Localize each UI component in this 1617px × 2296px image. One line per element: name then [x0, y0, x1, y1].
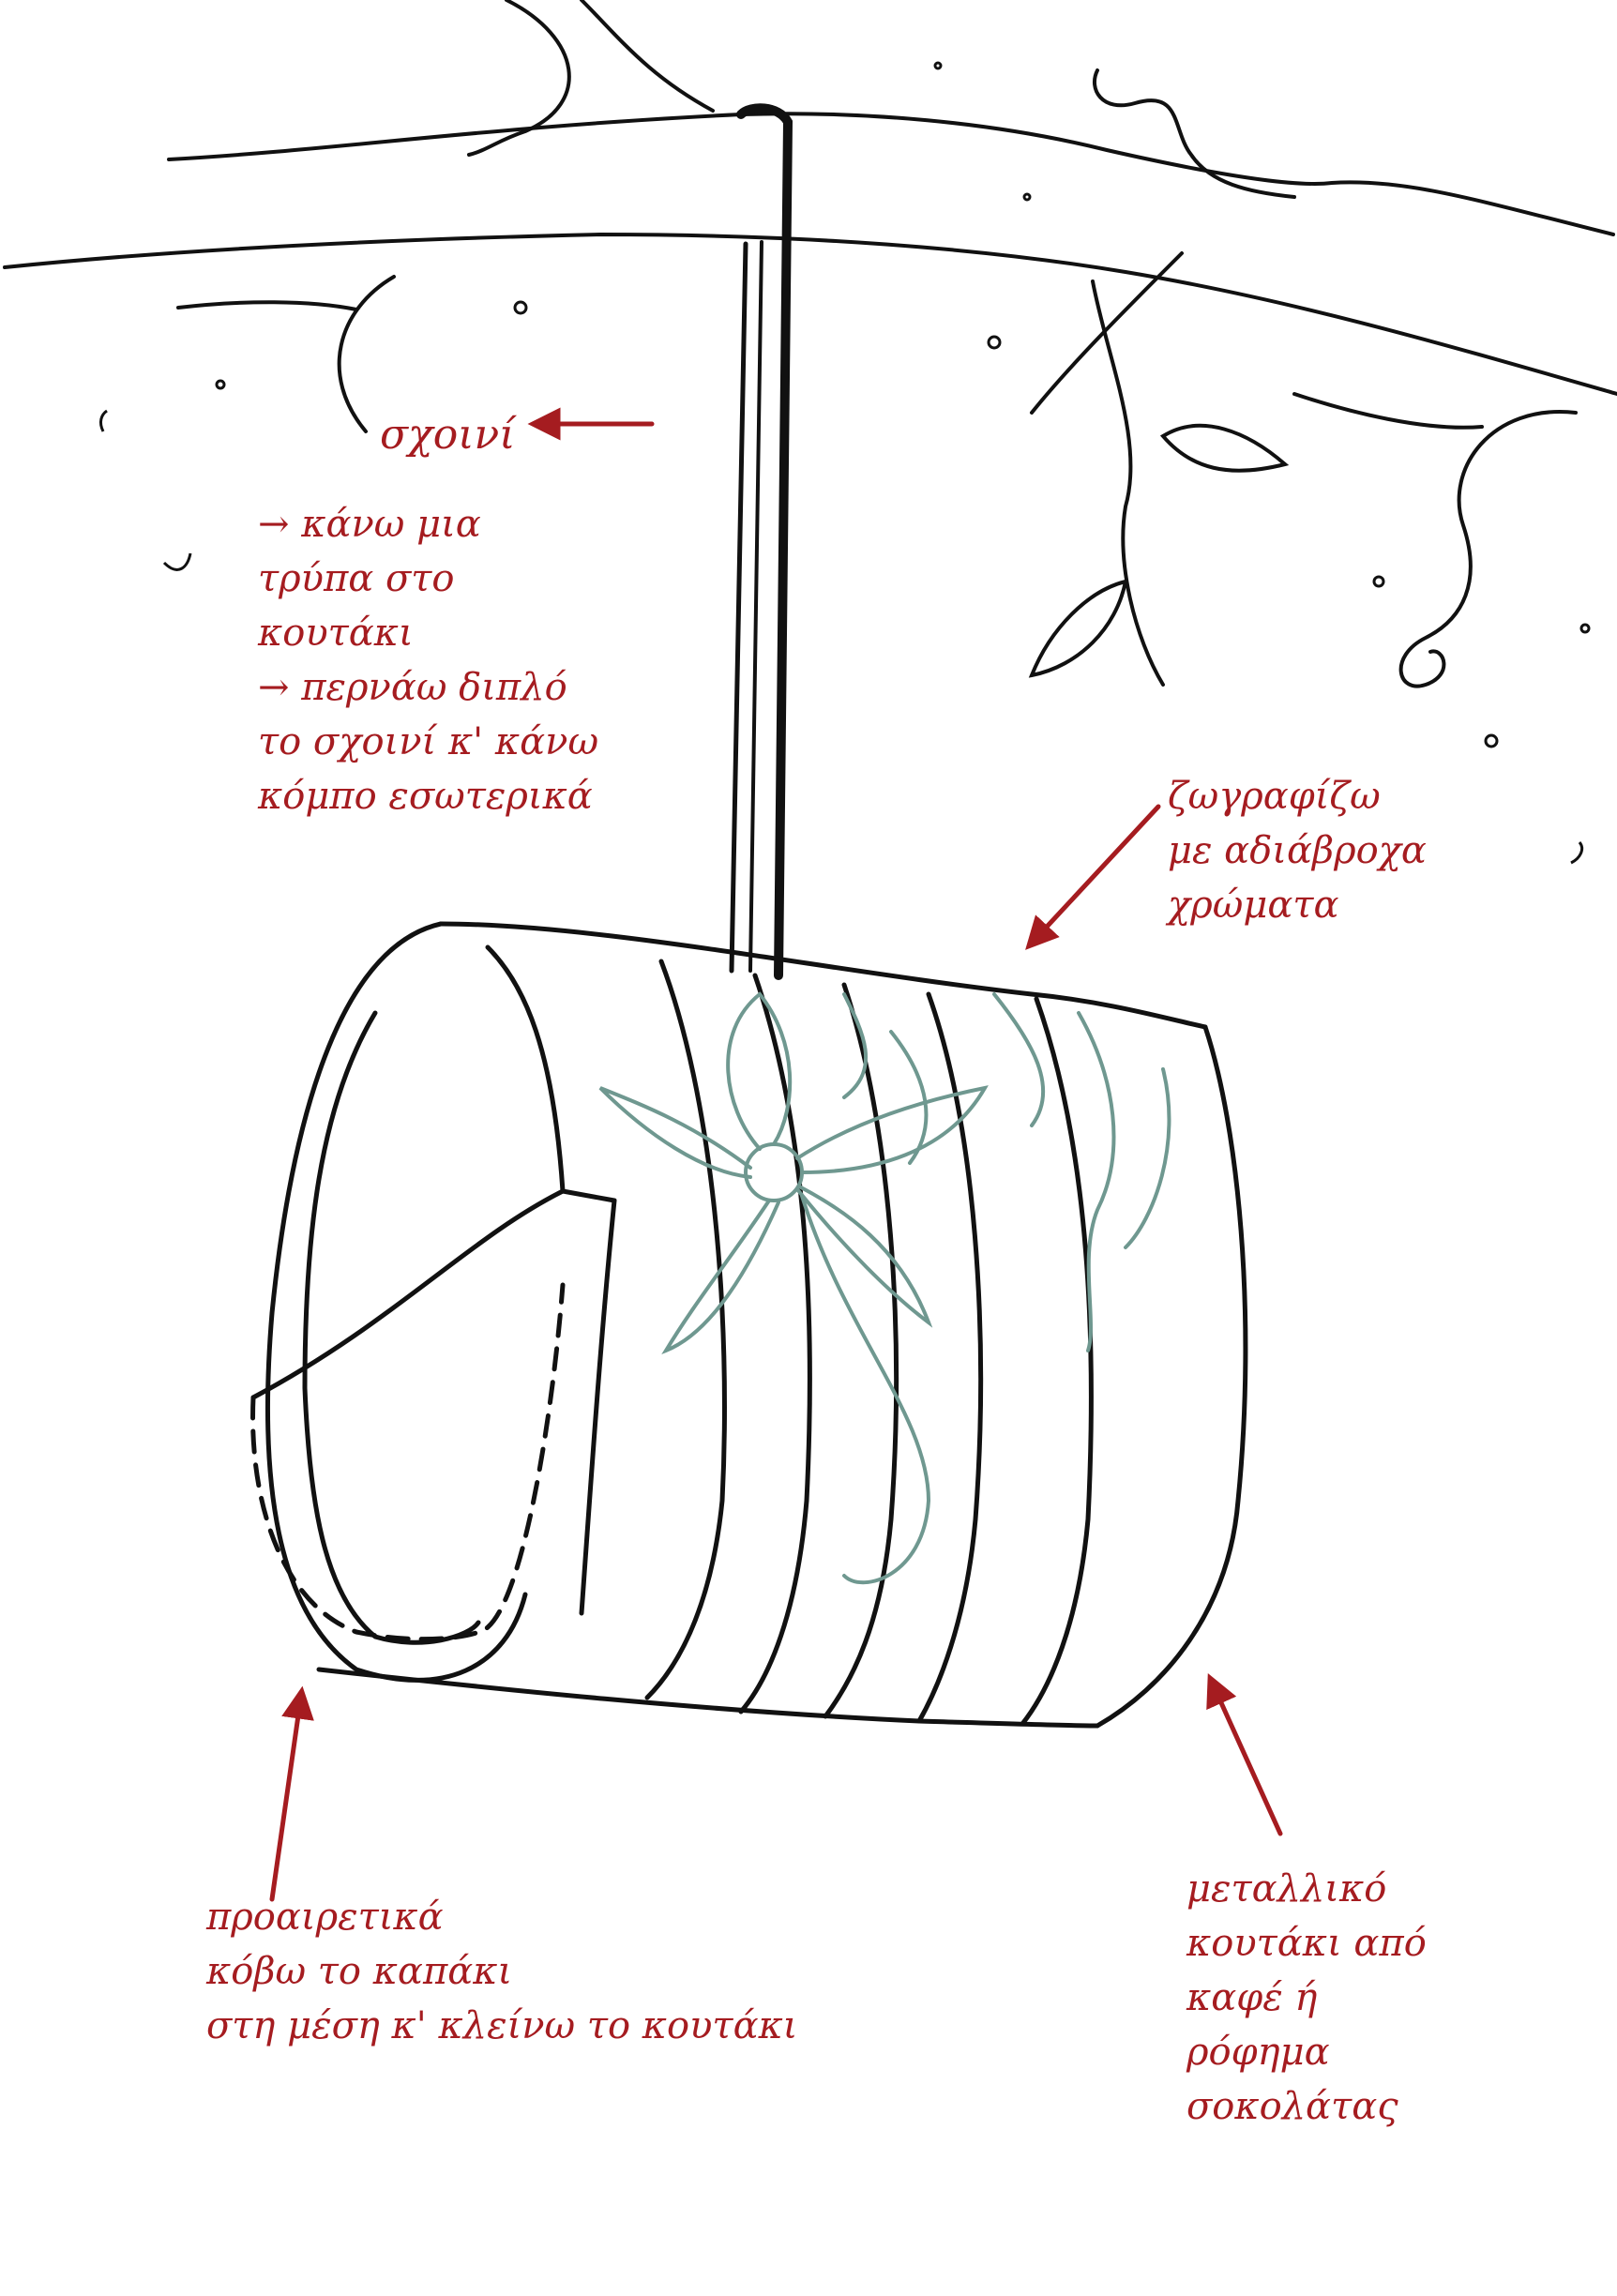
flower-icon: [600, 994, 1169, 1582]
can-rim-inner: [305, 1013, 478, 1642]
hole-step-line: κάνω μια: [258, 497, 598, 551]
leaf-lower: [1032, 582, 1126, 675]
hole-step-line: κουτάκι: [258, 606, 598, 660]
lid-cut-line: [253, 1285, 563, 1639]
twig-right-fork: [1294, 394, 1482, 428]
lid-annotation: προαιρετικά κόβω το καπάκι στη μέση κ' κ…: [206, 1890, 798, 2053]
paint-line: ζωγραφίζω: [1168, 769, 1427, 823]
arrow-icon: [272, 1702, 300, 1899]
rope-step-line: κόμπο εσωτερικά: [258, 769, 598, 823]
hole-step-line: τρύπα στο: [258, 551, 598, 606]
rope-step-line: το σχοινί κ' κάνω: [258, 715, 598, 769]
twig-upper-right: [1095, 70, 1294, 197]
lid-edge: [563, 1191, 614, 1613]
lid-upper: [488, 947, 563, 1191]
can-line: μεταλλικό: [1186, 1862, 1427, 1916]
can-rib-3: [825, 985, 897, 1716]
can-annotation: μεταλλικό κουτάκι από καφέ ή ρόφημα σοκο…: [1186, 1862, 1427, 2134]
branch-trunk-right: [582, 0, 713, 111]
hole-annotation: κάνω μια τρύπα στο κουτάκι περνάω διπλό …: [258, 497, 598, 823]
can-top-edge: [441, 924, 1205, 1027]
lid-fold: [253, 1191, 563, 1397]
arrow-icon: [1215, 1688, 1280, 1834]
can-rib-1: [647, 961, 724, 1698]
rope-step-line: περνάω διπλό: [258, 660, 598, 715]
lid-line: προαιρετικά: [206, 1890, 798, 1944]
can-rib-5: [1022, 999, 1091, 1724]
can-line: σοκολάτας: [1186, 2079, 1427, 2134]
can-line: καφέ ή: [1186, 1971, 1427, 2025]
branch-top-edge: [169, 113, 1613, 234]
can-line: ρόφημα: [1186, 2025, 1427, 2079]
can-rib-2: [741, 975, 809, 1712]
can-right-end: [1097, 1027, 1246, 1726]
lid-line: στη μέση κ' κλείνω το κουτάκι: [206, 1999, 798, 2053]
lid-line: κόβω το καπάκι: [206, 1944, 798, 1999]
can-line: κουτάκι από: [1186, 1916, 1427, 1971]
arrow-icon: [1036, 807, 1158, 938]
branch-bottom-edge: [5, 234, 1617, 394]
paint-line: με αδιάβροχα: [1168, 823, 1427, 878]
rope-annotation: σχοινί: [380, 405, 515, 465]
leaf-upper: [1163, 426, 1285, 471]
rope-label: σχοινί: [380, 405, 515, 465]
paint-line: χρώματα: [1168, 878, 1427, 932]
paint-annotation: ζωγραφίζω με αδιάβροχα χρώματα: [1168, 769, 1427, 932]
twig-spiral: [1401, 412, 1576, 687]
branch-underside: [178, 302, 356, 310]
tin-can: [253, 924, 1246, 1726]
twig-long: [1093, 281, 1163, 685]
